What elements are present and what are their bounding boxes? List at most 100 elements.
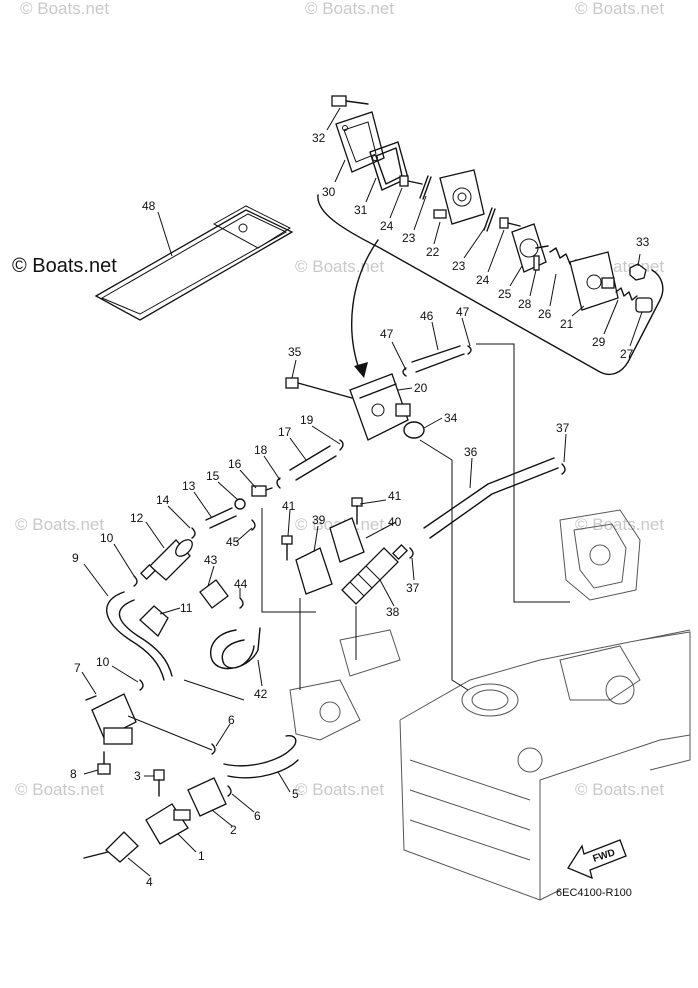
callout-25: 25 (498, 287, 512, 301)
callout-17: 17 (278, 425, 292, 439)
part-41-bolt (281, 535, 293, 561)
part-34-o-ring (403, 421, 425, 439)
part-5-hose (223, 735, 299, 779)
callout-26: 26 (538, 307, 552, 321)
part-41-bolt (351, 497, 363, 525)
callout-12: 12 (130, 511, 144, 525)
part-37-clip (409, 547, 414, 559)
callout-36: 36 (464, 445, 478, 459)
callout-47b: 47 (456, 305, 470, 319)
diagram-code: 6EC4100-R100 (556, 887, 632, 899)
part-2-gasket (187, 777, 227, 817)
part-40-clamp (329, 517, 365, 563)
part-38-filter (341, 544, 408, 605)
callout-2: 2 (230, 823, 237, 837)
watermark-main: © Boats.net (12, 255, 117, 277)
callout-14: 14 (156, 493, 170, 507)
part-19-clip (339, 439, 344, 451)
callout-24b: 24 (476, 273, 490, 287)
exploded-view-outline (317, 194, 664, 376)
part-24-screw (499, 217, 521, 229)
part-14-clip (191, 527, 196, 539)
part-11-holder (139, 605, 169, 638)
callout-11: 11 (180, 601, 193, 615)
watermark: © Boats.net (20, 0, 109, 18)
part-23-pin (419, 175, 432, 200)
watermark: © Boats.net (15, 780, 104, 799)
callout-29: 29 (592, 335, 606, 349)
callout-numbers: 32 30 31 24 23 22 23 24 25 28 26 21 33 2… (70, 131, 650, 889)
callout-18: 18 (254, 443, 268, 457)
part-4-connector (83, 831, 139, 863)
watermark: © Boats.net (15, 515, 104, 534)
callout-35: 35 (288, 345, 302, 359)
watermarks: © Boats.net © Boats.net © Boats.net © Bo… (12, 0, 664, 799)
callout-41: 41 (388, 489, 402, 503)
callout-13: 13 (182, 479, 196, 493)
callout-38: 38 (386, 605, 400, 619)
part-17-hose (289, 445, 337, 481)
callout-10b: 10 (96, 655, 110, 669)
part-43-holder (199, 579, 229, 609)
callout-37b: 37 (406, 581, 420, 595)
callout-32: 32 (312, 131, 326, 145)
callout-16: 16 (228, 457, 242, 471)
callout-27: 27 (620, 347, 634, 361)
callout-34: 34 (444, 411, 458, 425)
watermark: © Boats.net (575, 0, 664, 18)
callout-28: 28 (518, 297, 532, 311)
part-15-clip (234, 498, 246, 510)
fwd-arrow: FWD (567, 839, 627, 880)
callout-15: 15 (206, 469, 220, 483)
part-24-screw (399, 175, 423, 187)
leader-lines (81, 107, 643, 877)
callout-9: 9 (72, 551, 79, 565)
part-36-hose (423, 457, 559, 539)
callout-48: 48 (142, 199, 156, 213)
part-46-hose (411, 345, 465, 373)
part-22-pump-body (433, 169, 485, 225)
arrow-head (354, 362, 368, 378)
callout-42: 42 (254, 687, 268, 701)
part-35-bolt (285, 377, 353, 399)
engine-block (289, 509, 691, 901)
part-48-pouch (94, 205, 294, 321)
callout-31: 31 (354, 203, 368, 217)
callout-8: 8 (70, 767, 77, 781)
watermark: © Boats.net (305, 0, 394, 18)
callout-3: 3 (134, 769, 141, 783)
part-39-clamp (295, 547, 333, 595)
callout-43: 43 (204, 553, 218, 567)
callout-22: 22 (426, 245, 440, 259)
part-10-clip (139, 679, 144, 691)
part-44-clip (239, 597, 244, 609)
callout-23: 23 (402, 231, 416, 245)
part-29-spring (615, 287, 638, 301)
callout-30: 30 (322, 185, 336, 199)
part-13-hose (205, 507, 237, 529)
part-9-hose (106, 591, 173, 681)
callout-46: 46 (420, 309, 434, 323)
part-23-pin (483, 207, 496, 232)
callout-10: 10 (100, 531, 114, 545)
part-8-bolt (97, 751, 111, 775)
part-12-fuel-filter (140, 539, 193, 581)
callout-4: 4 (146, 875, 153, 889)
watermark: © Boats.net (575, 780, 664, 799)
callout-21: 21 (560, 317, 574, 331)
part-16-joint (251, 485, 273, 497)
callout-33: 33 (636, 235, 650, 249)
callout-45: 45 (226, 535, 240, 549)
callout-41b: 41 (282, 499, 296, 513)
callout-6b: 6 (254, 809, 261, 823)
part-6-clip (227, 785, 232, 797)
part-20-fuel-pump (349, 373, 411, 441)
part-47-clip (467, 345, 472, 355)
part-27-cap (635, 297, 653, 313)
part-28-pin (533, 255, 540, 271)
part-7-joint (85, 693, 137, 745)
callout-44: 44 (234, 577, 248, 591)
callout-20: 20 (414, 381, 428, 395)
